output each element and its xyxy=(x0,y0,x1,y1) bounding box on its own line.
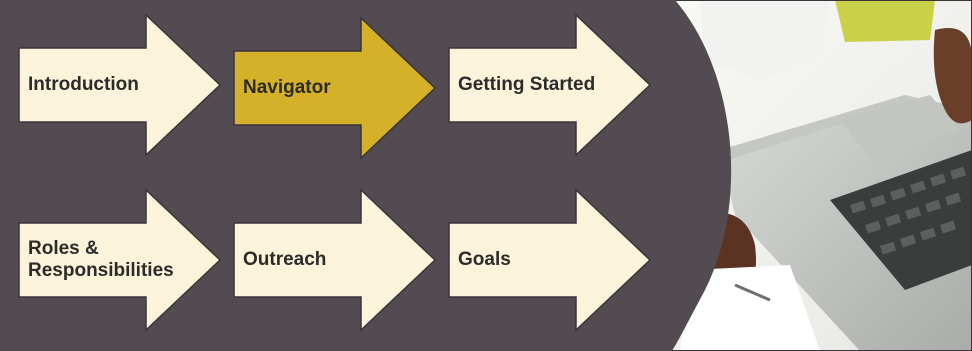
nav-arrow-label: Navigator xyxy=(243,77,331,98)
nav-arrow-roles[interactable]: Roles & Responsibilities xyxy=(14,185,237,335)
arrow-right-icon xyxy=(233,188,437,332)
nav-arrow-getting-started[interactable]: Getting Started xyxy=(444,10,667,160)
arrow-right-icon xyxy=(448,188,652,332)
nav-arrow-label: Getting Started xyxy=(458,74,596,95)
nav-arrow-label: Outreach xyxy=(243,249,327,270)
nav-arrow-navigator[interactable]: Navigator xyxy=(229,13,452,163)
arrow-right-icon xyxy=(18,13,222,157)
nav-arrow-label: Introduction xyxy=(28,74,139,95)
nav-arrow-introduction[interactable]: Introduction xyxy=(14,10,237,160)
arrow-right-icon xyxy=(18,188,222,332)
nav-arrow-label: Goals xyxy=(458,249,511,270)
nav-arrow-label: Roles & Responsibilities xyxy=(28,238,174,281)
nav-arrow-goals[interactable]: Goals xyxy=(444,185,667,335)
arrow-right-icon xyxy=(233,16,437,160)
arrow-right-icon xyxy=(448,13,652,157)
nav-arrow-outreach[interactable]: Outreach xyxy=(229,185,452,335)
